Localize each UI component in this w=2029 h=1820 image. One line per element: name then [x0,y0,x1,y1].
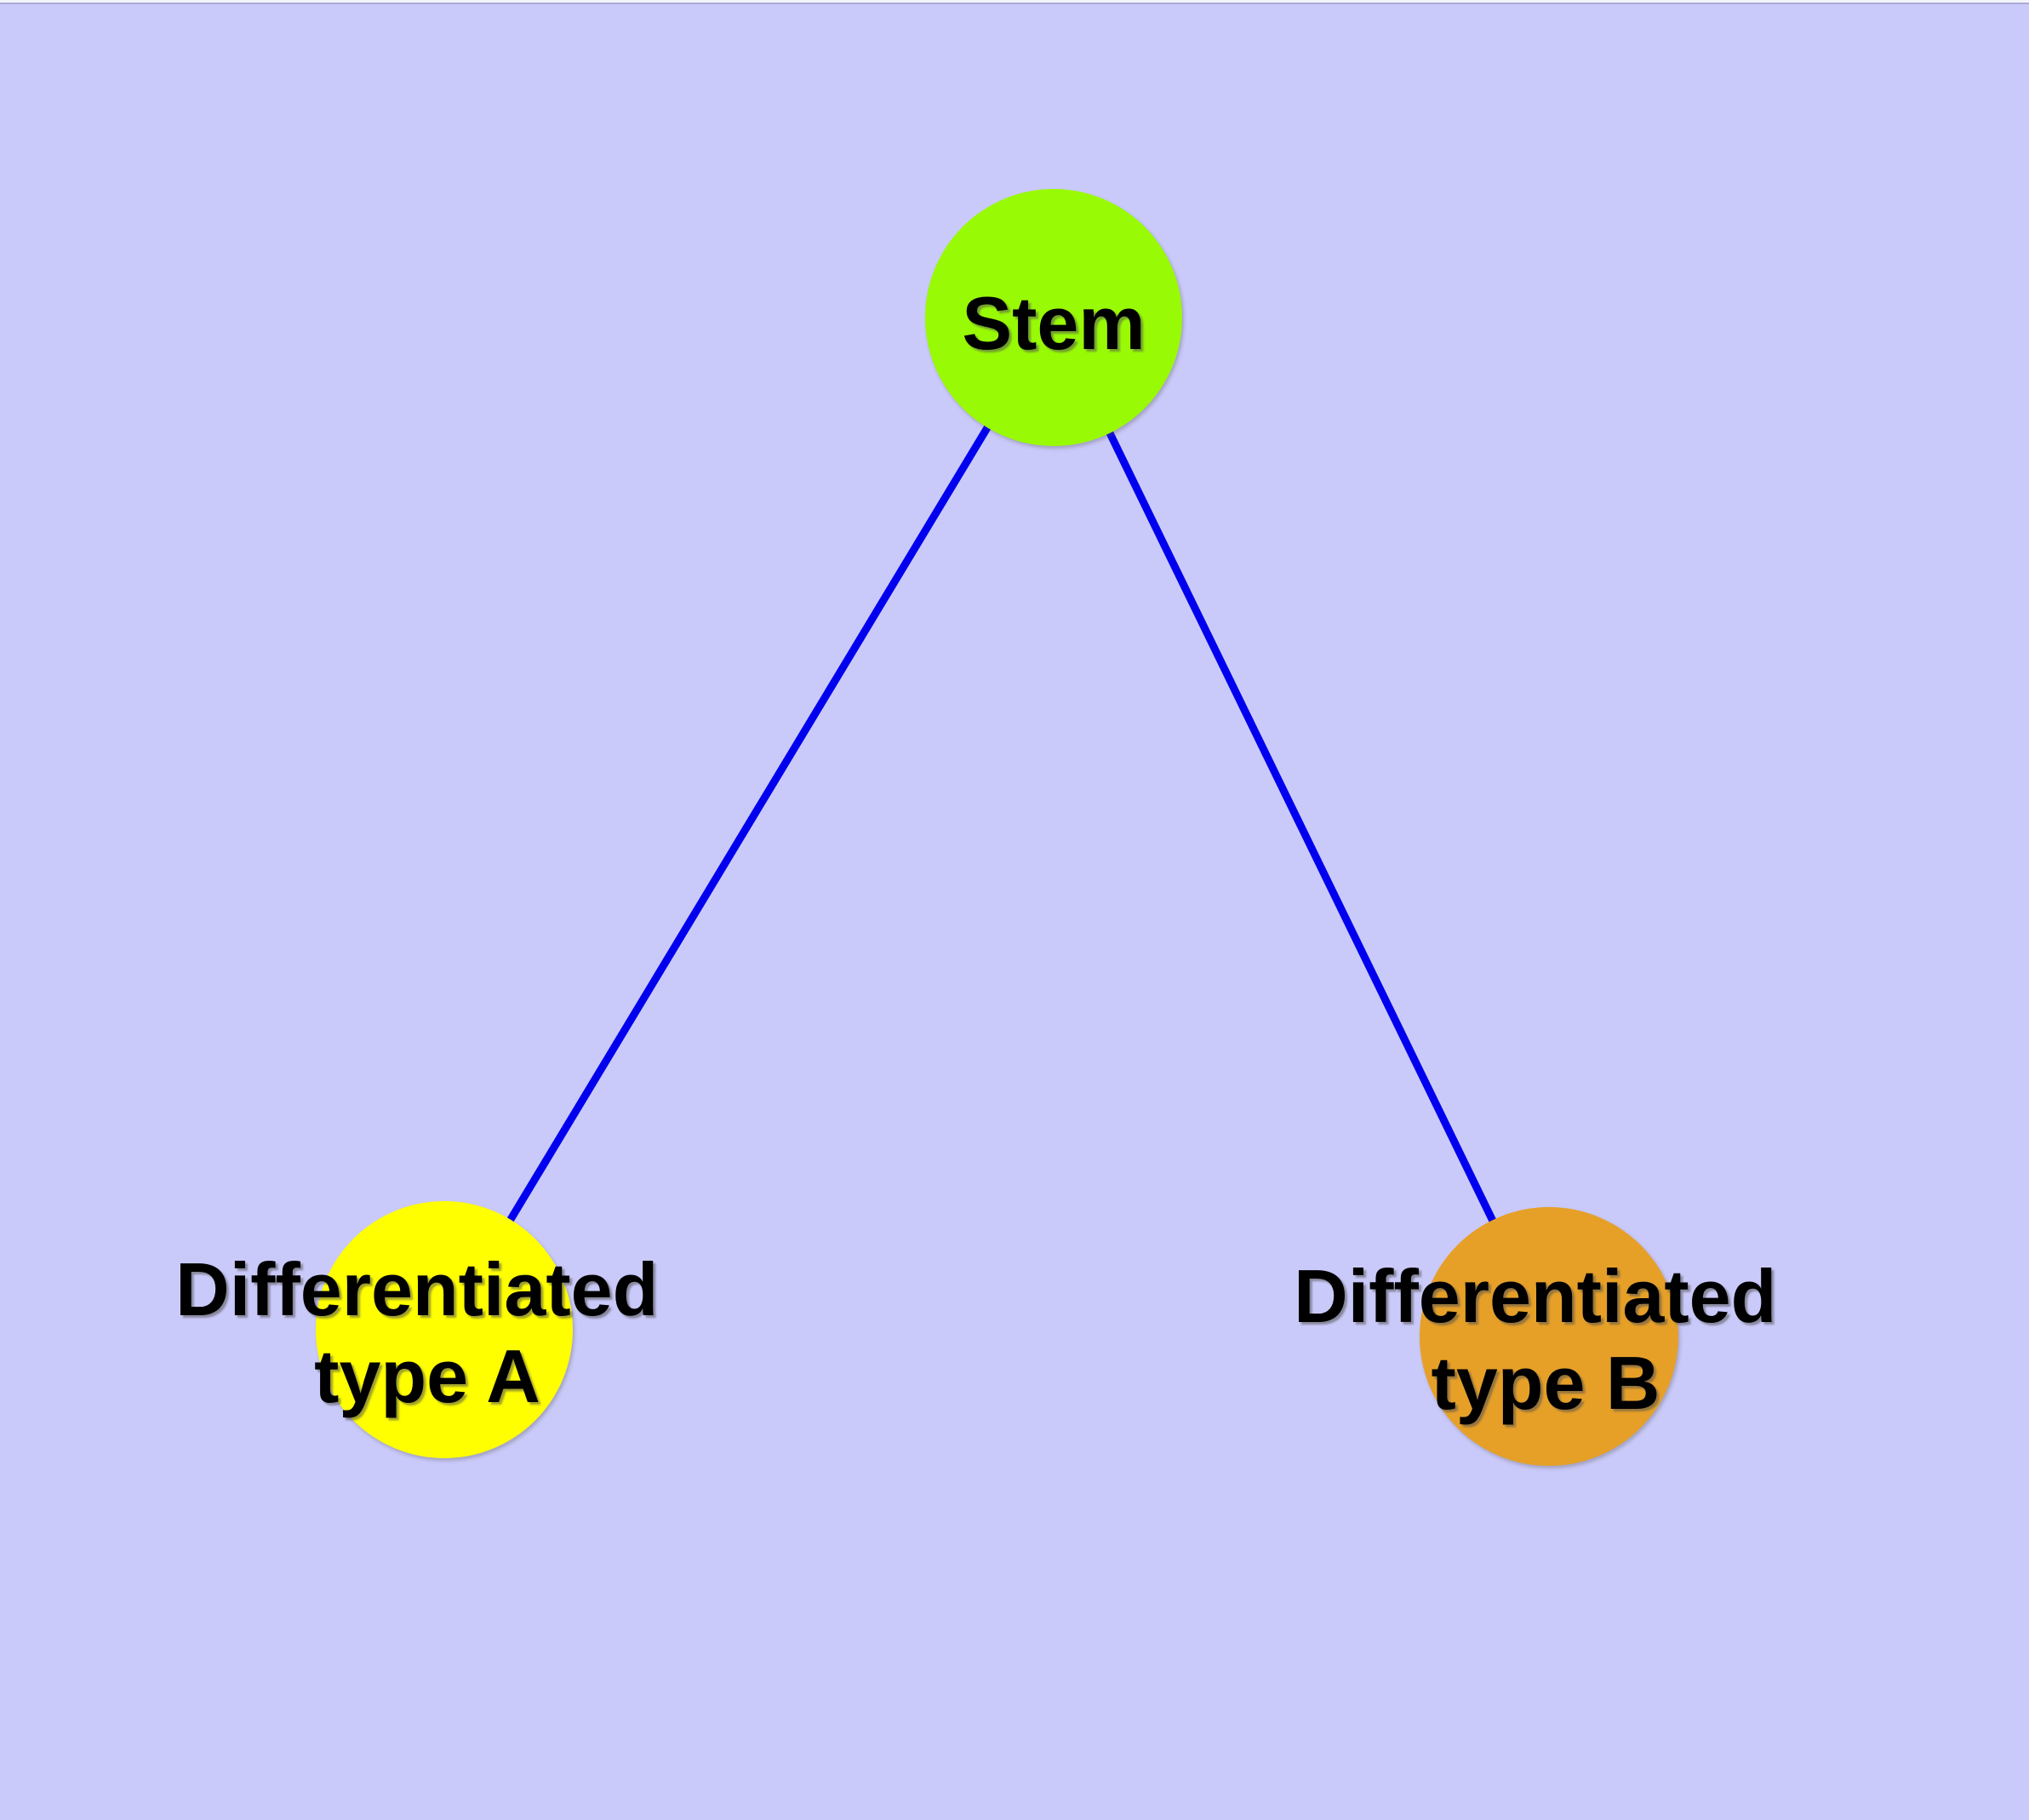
node-type-b-label-line2: type B [1432,1341,1660,1425]
node-differentiated-type-a [316,1201,573,1458]
node-type-a-label-line2: type A [314,1334,540,1418]
node-type-a-label: Differentiated type A [175,1247,679,1418]
edge-stem-to-type-b [1049,316,1553,1338]
node-type-b-label-line1: Differentiated [1294,1254,1776,1338]
node-type-a-label-line1: Differentiated [175,1247,658,1331]
node-differentiated-type-b [1420,1207,1678,1466]
node-stem-label: Stem [962,281,1145,365]
window-top-edge-line [0,3,2029,4]
node-type-b-label: Differentiated type B [1294,1254,1798,1425]
edge-stem-to-type-a [441,315,1057,1332]
window-top-edge [0,0,2029,3]
node-stem [925,189,1182,446]
